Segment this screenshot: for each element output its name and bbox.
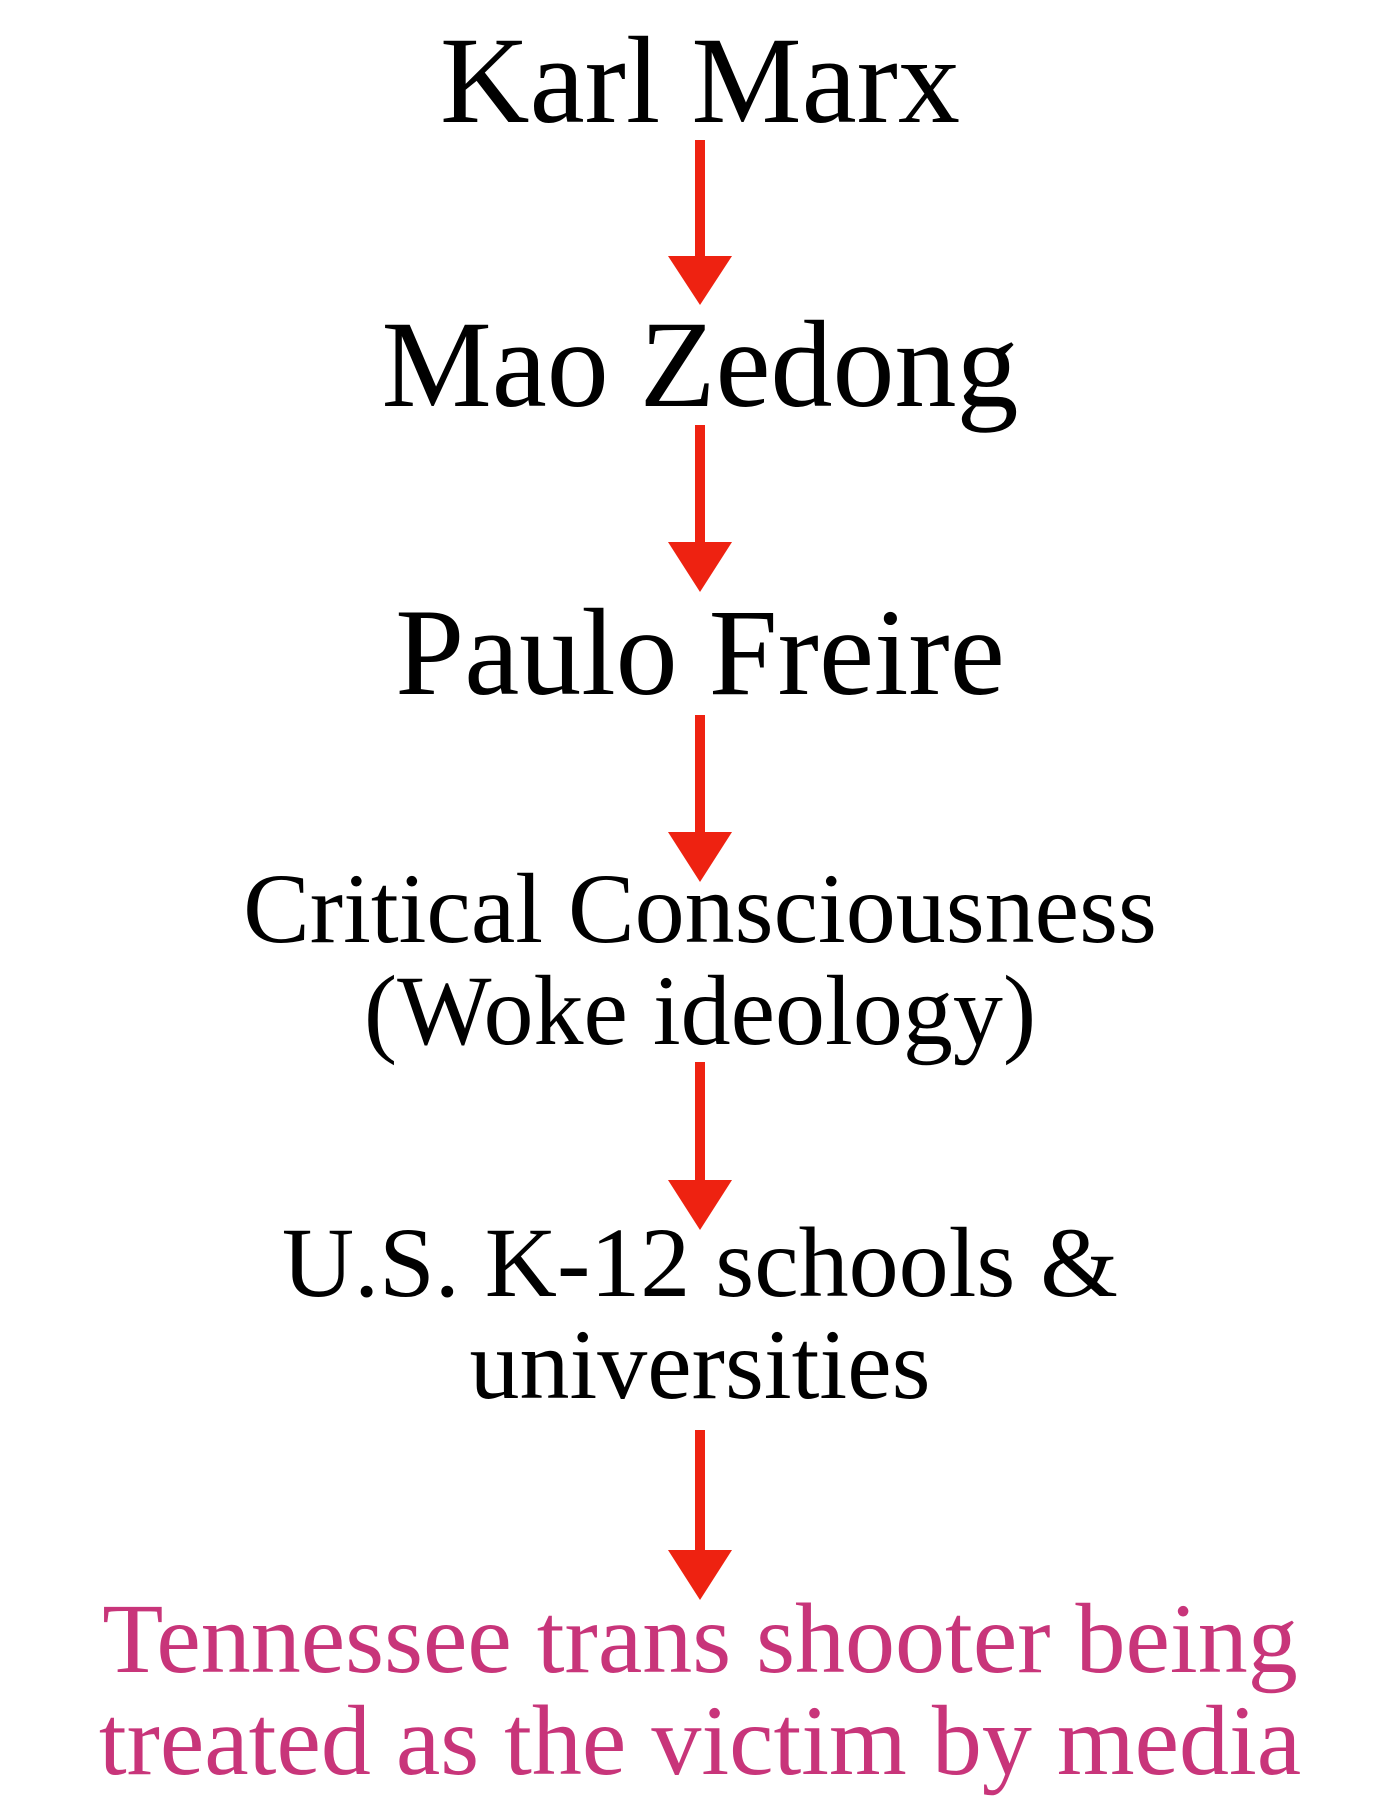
node-karl-marx: Karl Marx [0, 12, 1400, 149]
node-label-line-2: (Woke ideology) [363, 955, 1037, 1066]
node-label: Karl Marx [440, 12, 960, 149]
node-final-outcome: Tennessee trans shooter being treated as… [0, 1588, 1400, 1792]
arrow-2 [668, 425, 732, 592]
arrow-5 [668, 1430, 732, 1600]
node-label-line-2: treated as the victim by media [98, 1685, 1302, 1796]
node-label-line-1: U.S. K-12 schools & [281, 1207, 1119, 1318]
node-schools-universities: U.S. K-12 schools & universities [0, 1212, 1400, 1416]
node-label: Mao Zedong [381, 296, 1019, 433]
node-label-line-2: universities [469, 1309, 931, 1420]
node-label: Paulo Freire [395, 584, 1005, 721]
node-critical-consciousness: Critical Consciousness (Woke ideology) [0, 858, 1400, 1062]
node-label-line-1: Tennessee trans shooter being [102, 1583, 1298, 1694]
node-label-line-1: Critical Consciousness [243, 853, 1157, 964]
arrow-1 [668, 140, 732, 305]
node-paulo-freire: Paulo Freire [0, 584, 1400, 721]
node-mao-zedong: Mao Zedong [0, 296, 1400, 433]
arrow-4 [668, 1062, 732, 1230]
